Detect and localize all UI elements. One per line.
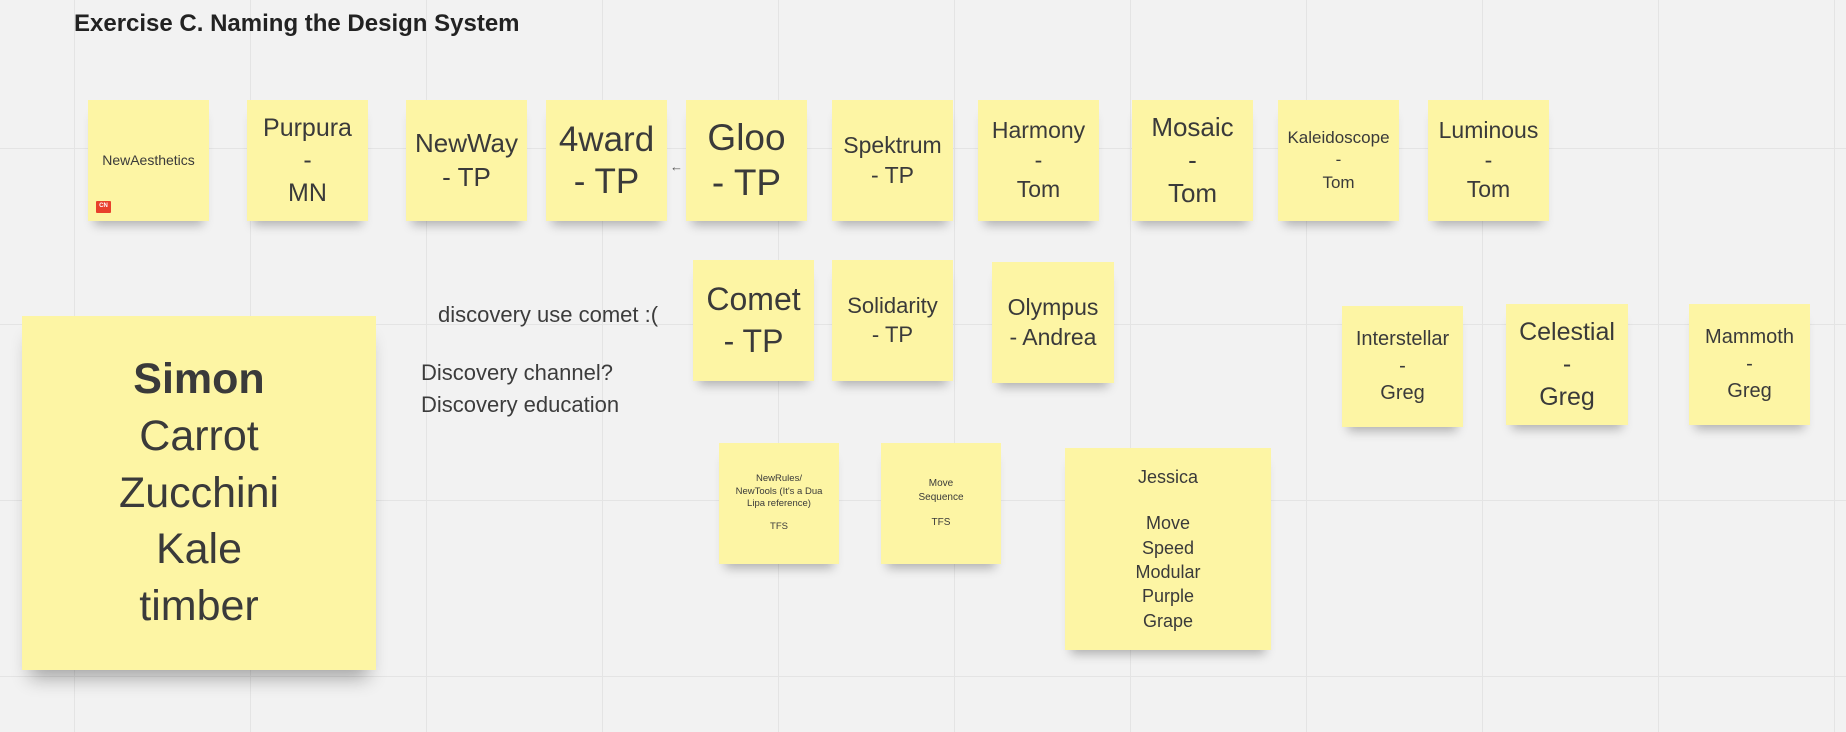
note-line: - [303,146,312,175]
note-line: Interstellar [1355,328,1450,350]
comment-line: Discovery education [421,391,620,417]
sticky-note-celestial[interactable]: Celestial - Greg [1506,304,1628,425]
note-line: - [1335,150,1342,170]
sticky-note-purpura[interactable]: Purpura - MN [247,100,368,221]
sticky-note-comet[interactable]: Comet - TP [693,260,814,381]
comment-discovery-options[interactable]: Discovery channel? Discovery education [421,357,619,421]
note-line: Tom [1167,177,1218,208]
author-badge: CN [96,201,111,213]
note-line: - TP [711,161,782,203]
sticky-note-interstellar[interactable]: Interstellar - Greg [1342,306,1463,427]
note-line: Simon [133,355,265,404]
note-line: NewAesthetics [102,152,195,169]
note-line: NewWay [414,127,519,158]
note-line: TFS [770,521,788,533]
note-line: Tom [1466,176,1511,203]
sticky-note-newrules[interactable]: NewRules/ NewTools (It's a Dua Lipa refe… [719,443,839,564]
note-line: - Andrea [1009,323,1097,350]
board-title: Exercise C. Naming the Design System [74,10,520,37]
note-line: Speed [1141,537,1195,558]
note-line: Olympus [1007,293,1099,320]
note-line: - [1399,355,1406,377]
note-line: Zucchini [118,468,280,517]
note-line: - [1188,145,1197,176]
sticky-note-mosaic[interactable]: Mosaic - Tom [1132,100,1253,221]
sticky-note-jessica[interactable]: Jessica Move Speed Modular Purple Grape [1065,448,1271,650]
note-line: - TP [723,322,784,359]
note-line: 4ward [558,119,655,159]
note-line: Move [1145,513,1190,534]
note-line: Luminous [1438,116,1539,143]
note-line: Lipa reference) [747,498,811,509]
note-line: - TP [573,161,640,201]
comment-discovery-comet[interactable]: discovery use comet :( [438,302,659,327]
sticky-note-move-sequence[interactable]: Move Sequence TFS [881,443,1001,564]
note-line: Greg [1539,382,1595,411]
sticky-note-4ward[interactable]: 4ward - TP [546,100,667,221]
sticky-note-harmony[interactable]: Harmony - Tom [978,100,1099,221]
note-line: Jessica [1137,467,1199,488]
note-line: Sequence [918,491,964,503]
note-line: Comet [706,280,801,317]
note-line: Greg [1380,382,1425,404]
note-line: - [1484,146,1493,173]
note-line: TFS [931,517,951,529]
note-line: NewTools (It's a Dua [735,485,823,497]
note-line: Gloo [707,117,786,159]
sticky-note-solidarity[interactable]: Solidarity - TP [832,260,953,381]
note-line: Kaleidoscope [1287,128,1390,148]
note-line: Purpura [263,113,352,142]
note-line: Solidarity [847,292,938,318]
sticky-note-kaleidoscope[interactable]: Kaleidoscope - Tom [1278,100,1399,221]
note-line: Carrot [139,411,259,460]
note-line: Purple [1141,586,1195,607]
sticky-note-newaesthetics[interactable]: NewAesthetics CN [88,100,209,221]
note-line: Celestial [1519,317,1615,346]
note-line: NewRules/ [756,473,802,485]
note-line: Spektrum [843,131,942,158]
sticky-note-mammoth[interactable]: Mammoth - Greg [1689,304,1810,425]
note-line: Mosaic [1151,112,1234,143]
note-line: Move [928,478,954,490]
note-line: Greg [1727,380,1772,402]
note-line: Modular [1135,562,1201,582]
sticky-note-spektrum[interactable]: Spektrum - TP [832,100,953,221]
note-line: - TP [442,161,491,192]
note-line: Tom [1322,172,1355,192]
sticky-note-newway[interactable]: NewWay - TP [406,100,527,221]
note-line: Kale [155,525,243,574]
sticky-note-gloo[interactable]: Gloo - TP [686,100,807,221]
connector-arrow-icon[interactable]: ← [670,159,683,174]
note-line: Mammoth [1705,326,1794,348]
note-line: Tom [1016,176,1061,203]
note-line: timber [139,582,259,631]
sticky-note-olympus[interactable]: Olympus - Andrea [992,262,1114,383]
comment-line: Discovery channel? [421,360,613,385]
note-line: Harmony [991,116,1086,143]
note-line: Grape [1142,610,1194,631]
sticky-note-simon-list[interactable]: Simon Carrot Zucchini Kale timber [22,316,376,670]
note-line: - [1034,146,1043,173]
sticky-note-luminous[interactable]: Luminous - Tom [1428,100,1549,221]
note-line: - TP [871,321,914,347]
note-line: - TP [870,161,915,188]
note-line: - [1746,353,1753,375]
note-line: MN [288,178,327,207]
note-line: - [1562,350,1572,379]
